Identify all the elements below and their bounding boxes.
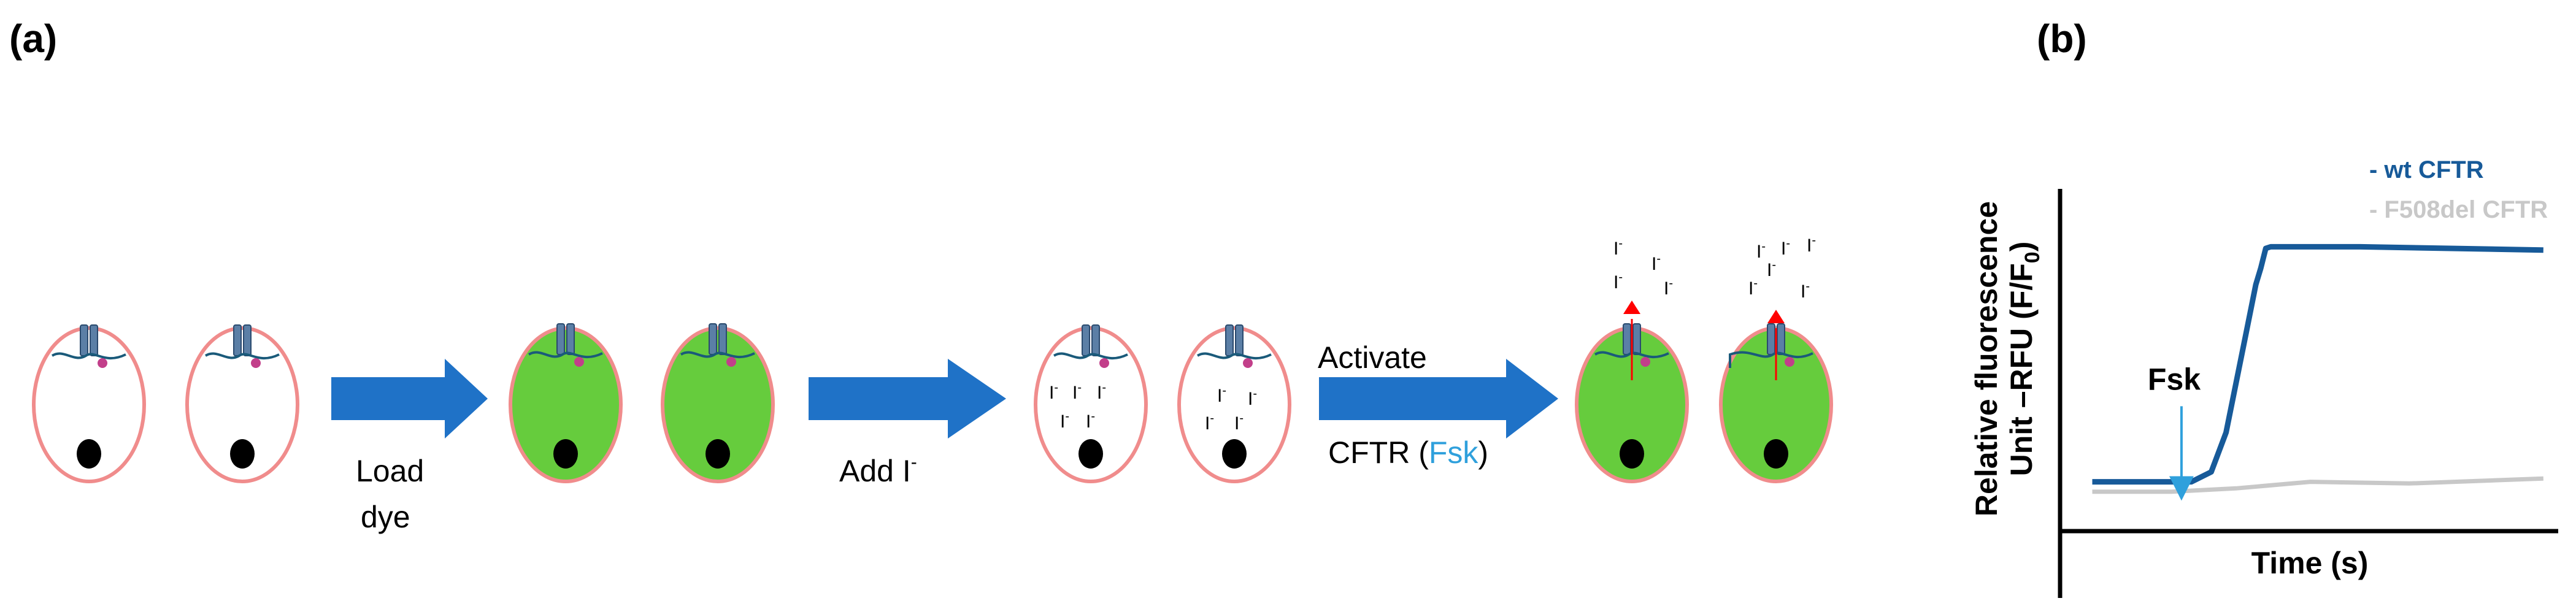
x-axis-label: Time (s) <box>2251 546 2369 580</box>
stage-1-cells <box>32 324 299 483</box>
intracellular-iodide-ions: I- I- I- I- <box>1205 384 1257 434</box>
intracellular-iodide-ions: I- I- I- I- I- <box>1049 381 1106 432</box>
cftr-channel <box>1053 324 1128 368</box>
svg-text:I-: I- <box>1205 412 1214 434</box>
y-axis-label-line1: Relative fluorescence <box>1969 201 2004 516</box>
cell-membrane <box>1034 326 1148 483</box>
svg-text:I-: I- <box>1756 240 1766 262</box>
legend-entry-wt: - wt CFTR <box>2369 156 2484 183</box>
svg-text:I-: I- <box>1097 381 1106 403</box>
cell-nucleus <box>77 439 101 469</box>
svg-text:I-: I- <box>1613 237 1623 259</box>
cell: I- I- I- I- I- <box>1034 324 1148 483</box>
svg-text:I-: I- <box>1767 258 1776 280</box>
cell: I- I- I- I- I- I- <box>1719 234 1833 483</box>
cell <box>185 324 299 483</box>
step-load-line1: Load <box>356 454 424 488</box>
svg-text:I-: I- <box>1217 384 1226 406</box>
cftr-channel <box>51 324 126 368</box>
svg-text:I-: I- <box>1748 277 1758 299</box>
panel-label-b: (b) <box>2037 17 2087 61</box>
step-activate-line1: Activate <box>1318 340 1427 375</box>
svg-text:I-: I- <box>1060 410 1069 432</box>
cell <box>661 323 775 483</box>
svg-text:I-: I- <box>1086 410 1095 432</box>
efflux-arrow <box>1623 301 1640 380</box>
step-add-iodide: Add I- <box>839 452 917 488</box>
series-line-f508del <box>2092 476 2543 494</box>
svg-text:I-: I- <box>1049 381 1058 403</box>
series-line-wt <box>2092 243 2543 485</box>
cftr-channel <box>680 323 755 367</box>
fluorescence-chart: Time (s) Relative fluorescence Unit –RFU… <box>1969 156 2558 598</box>
efflux-arrow <box>1767 310 1785 380</box>
cell: I- I- I- I- <box>1177 324 1291 483</box>
svg-text:I-: I- <box>1801 280 1810 302</box>
cell-membrane <box>509 326 623 483</box>
cell <box>509 323 623 483</box>
cell <box>32 324 146 483</box>
cftr-channel <box>528 323 603 367</box>
cell-nucleus <box>1078 439 1103 469</box>
cell-nucleus <box>706 439 730 469</box>
process-arrow-2 <box>809 359 1006 439</box>
extracellular-iodide-ions: I- I- I- I- I- I- <box>1748 234 1816 302</box>
cell-nucleus <box>230 439 255 469</box>
cell: I- I- I- I- <box>1575 237 1689 483</box>
cftr-channel <box>1594 323 1669 367</box>
cell-membrane <box>32 326 146 483</box>
cell-membrane <box>661 326 775 483</box>
svg-text:I-: I- <box>1807 234 1816 256</box>
stage-4-cells: I- I- I- I- I- I- I- I- <box>1575 234 1833 483</box>
cftr-channel <box>1729 323 1813 368</box>
svg-text:I-: I- <box>1651 252 1661 274</box>
stage-3-cells: I- I- I- I- I- I- I- I- I- <box>1034 324 1291 483</box>
legend-entry-f508del: - F508del CFTR <box>2369 196 2548 223</box>
process-arrow-1 <box>331 359 488 439</box>
panel-label-a: (a) <box>9 17 57 61</box>
cell-membrane <box>1177 326 1291 483</box>
extracellular-iodide-ions: I- I- I- I- <box>1613 237 1673 299</box>
series-layer <box>2092 243 2543 494</box>
svg-text:I-: I- <box>1072 381 1082 403</box>
cell-nucleus <box>1620 439 1644 469</box>
svg-text:I-: I- <box>1234 412 1244 434</box>
cell-nucleus <box>1764 439 1788 469</box>
cell-nucleus <box>1222 439 1247 469</box>
step-load-line2: dye <box>361 500 410 534</box>
svg-text:I-: I- <box>1664 277 1673 299</box>
svg-text:I-: I- <box>1781 237 1790 259</box>
step-activate-line2: CFTR (Fsk) <box>1328 435 1488 470</box>
fsk-annotation: Fsk <box>2148 362 2201 397</box>
cftr-channel <box>204 324 280 368</box>
process-arrow-3 <box>1319 359 1558 439</box>
svg-text:I-: I- <box>1248 387 1257 409</box>
svg-text:I-: I- <box>1613 270 1623 293</box>
fsk-label: Fsk <box>1429 435 1479 470</box>
y-axis-label-line2: Unit –RFU (F/F0) <box>2004 242 2044 477</box>
stage-2-cells <box>509 323 775 483</box>
cell-nucleus <box>553 439 578 469</box>
cell-membrane <box>185 326 299 483</box>
cftr-channel <box>1196 324 1272 368</box>
